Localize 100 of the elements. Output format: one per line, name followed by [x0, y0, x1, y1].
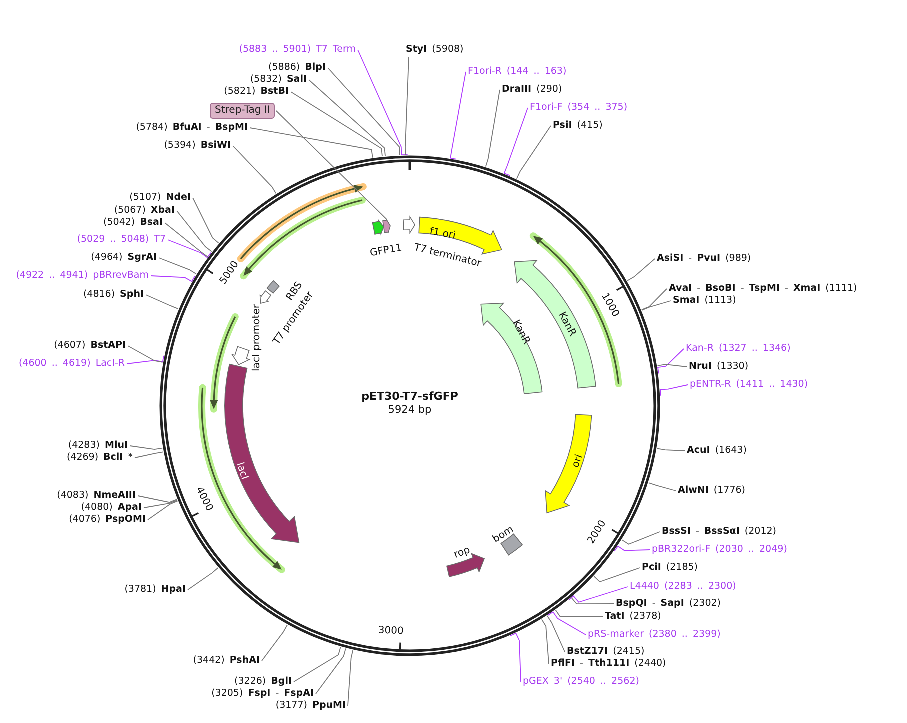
leader-line: [262, 624, 288, 662]
enzyme-site-label: (4283) MluI: [68, 440, 128, 452]
leader-line: [316, 648, 346, 694]
enzyme-site-label: AsiSI - PvuI (989): [657, 253, 752, 265]
feature-block: [480, 302, 543, 394]
enzyme-site-label: (4816) SphI: [83, 289, 144, 301]
enzyme-site-label: PsiI (415): [553, 120, 603, 132]
feature-label: GFP11: [369, 242, 404, 260]
enzyme-site-label: (4964) SgrAI: [91, 252, 157, 264]
feature-label: lacI: [234, 461, 250, 482]
enzyme-site-label: (4607) BstAPI: [54, 340, 126, 352]
enzyme-site-label: PciI (2185): [642, 562, 698, 574]
enzyme-site-label: StyI (5908): [406, 44, 464, 56]
leader-line: [146, 294, 179, 310]
primer-label: pENTR-R (1411 .. 1430): [690, 379, 808, 391]
leader-line: [138, 496, 178, 504]
feature-label: KanR: [556, 310, 578, 338]
feature-block: [514, 260, 596, 389]
primer-label: (5029 .. 5048) T7: [77, 234, 166, 246]
enzyme-site-label: (3177) PpuMI: [276, 700, 346, 712]
leader-line: [657, 348, 684, 374]
leader-line: [276, 110, 388, 220]
leader-line: [348, 650, 354, 706]
leader-line: [328, 68, 400, 156]
enzyme-site-label: BspQI - SapI (2302): [616, 598, 721, 610]
leader-line: [516, 126, 552, 180]
primer-label: pBR322ori-F (2030 .. 2049): [652, 544, 788, 556]
leader-line: [510, 632, 522, 682]
leader-line: [158, 258, 197, 275]
primer-label: F1ori-R (144 .. 163): [468, 66, 567, 78]
feature-track: [237, 183, 367, 262]
leader-line: [594, 568, 640, 583]
enzyme-site-label: (4083) NmeAIII: [57, 490, 136, 502]
plasmid-size: 5924 bp: [388, 404, 432, 416]
leader-line: [548, 611, 586, 636]
primer-label: pGEX 3' (2540 .. 2562): [523, 676, 640, 688]
leader-line: [504, 108, 528, 176]
enzyme-site-label: (5784) BfuAI - BspMI: [136, 122, 248, 134]
leader-line: [541, 619, 550, 664]
tick-label: 1000: [599, 292, 622, 320]
leader-line: [614, 546, 650, 552]
feature-label: rop: [452, 544, 472, 561]
leader-line: [405, 56, 410, 156]
leader-line: [290, 92, 383, 157]
enzyme-site-label: DraIII (290): [502, 84, 562, 96]
leader-line: [126, 356, 164, 364]
leader-line: [148, 500, 178, 520]
leader-line: [568, 586, 628, 603]
leader-line: [657, 364, 688, 368]
enzyme-site-label: (3781) HpaI: [124, 584, 186, 596]
leader-line: [642, 300, 672, 311]
feature-label: bom: [491, 524, 516, 546]
leader-line: [164, 222, 208, 258]
enzyme-site-label: (5042) BsaI: [104, 217, 163, 229]
feature-label: ori: [570, 453, 586, 470]
leader-line: [656, 448, 686, 452]
leader-line: [250, 128, 374, 158]
leader-line: [485, 90, 500, 168]
feature-block: [232, 304, 262, 372]
feature-track: [210, 314, 239, 413]
enzyme-site-label: BstZ17I (2415): [567, 646, 645, 658]
leader-line: [546, 616, 566, 652]
enzyme-site-label: NruI (1330): [689, 361, 749, 373]
leader-line: [232, 146, 277, 194]
leader-line: [358, 50, 408, 156]
primer-label: (5883 .. 5901) T7 Term: [239, 44, 356, 56]
leader-line: [294, 646, 342, 682]
leader-line: [134, 452, 164, 458]
enzyme-site-label: AvaI - BsoBI - TspMI - XmaI (1111): [669, 283, 858, 295]
leader-line: [648, 482, 676, 492]
leader-line: [555, 610, 604, 618]
feature-track: [198, 384, 286, 574]
leader-line: [450, 72, 466, 160]
enzyme-site-label: (5394) BsiWI: [164, 140, 231, 152]
tick-label: 3000: [378, 625, 404, 638]
enzyme-site-label: (5886) BlpI: [268, 62, 326, 74]
leader-line: [641, 288, 668, 310]
enzyme-site-label: (3205) FspI - FspAI: [212, 688, 314, 700]
enzyme-site-label: (5821) BstBI: [224, 86, 289, 98]
enzyme-site-label: (5107) NdeI: [130, 192, 191, 204]
feature-block: [382, 219, 391, 234]
leader-line: [150, 276, 196, 282]
feature-label: f1 ori: [429, 226, 457, 242]
enzyme-site-label: (3226) BglI: [234, 676, 292, 688]
enzyme-site-label: (4076) PspOMI: [69, 514, 146, 526]
enzyme-site-label: (4269) BclI*: [66, 452, 133, 464]
enzyme-site-label: AcuI (1643): [687, 445, 747, 457]
leader-line: [627, 258, 656, 282]
feature-block: [545, 414, 592, 514]
plasmid-name: pET30-T7-sfGFP: [362, 390, 458, 403]
leader-line: [176, 210, 212, 252]
feature-tag-label: Strep-Tag II: [210, 103, 276, 119]
leader-line: [128, 346, 164, 363]
feature-label: lacI promoter: [252, 304, 262, 372]
leader-line: [130, 446, 164, 450]
primer-label: Kan-R (1327 .. 1346): [686, 343, 791, 355]
leader-line: [192, 198, 220, 244]
enzyme-site-label: AlwNI (1776): [678, 485, 746, 497]
feature-track: [240, 196, 366, 280]
enzyme-site-label: BssSI - BssSαI (2012): [662, 526, 776, 538]
